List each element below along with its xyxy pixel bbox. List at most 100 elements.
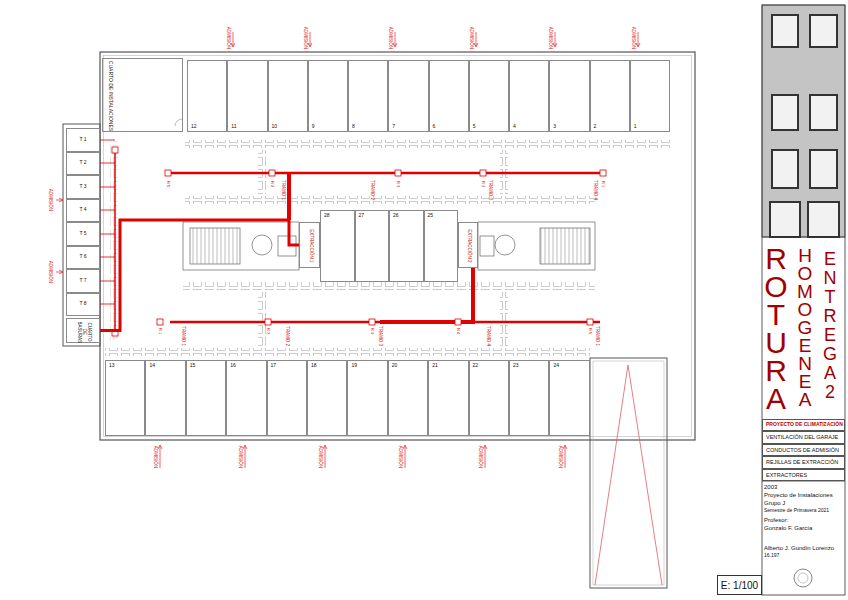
room-name: CUARTO DE INSTALACIONES bbox=[107, 61, 113, 131]
admission-label: ADMISIÓN bbox=[238, 446, 243, 468]
facade-image bbox=[762, 5, 845, 237]
admission-label: ADMISIÓN bbox=[398, 446, 403, 468]
facade-image bbox=[810, 95, 837, 130]
admission-arrow bbox=[323, 445, 327, 468]
space-number: 2 bbox=[594, 124, 597, 130]
storage-number: T 8 bbox=[67, 302, 99, 308]
extraction-grille bbox=[600, 170, 606, 176]
drawing-list-row: VENTILACIÓN DEL GARAJE bbox=[762, 431, 845, 444]
storage-unit: T 5 bbox=[66, 222, 100, 246]
facade-image bbox=[770, 202, 800, 237]
space-number: 14 bbox=[149, 363, 155, 369]
parking-space: 1 bbox=[630, 60, 670, 132]
admission-label: ADMISIÓN bbox=[153, 446, 158, 468]
credit-text: 16.197 bbox=[764, 553, 779, 559]
lane-marking bbox=[105, 140, 670, 356]
storage-number: T 6 bbox=[67, 255, 99, 261]
admission-arrow bbox=[474, 32, 478, 47]
space-number: 27 bbox=[359, 213, 365, 219]
admission-arrow bbox=[553, 32, 557, 47]
space-number: 5 bbox=[473, 124, 476, 130]
duct-section-label: TRAMO 1 bbox=[281, 180, 286, 200]
parking-space: 10 bbox=[268, 60, 308, 132]
stair-core bbox=[278, 236, 296, 256]
space-number: 16 bbox=[230, 363, 236, 369]
extraction-duct bbox=[114, 150, 116, 335]
lane-marking bbox=[110, 140, 118, 340]
drawing-list-row: CONDUCTOS DE ADMISIÓN bbox=[762, 444, 845, 457]
admission-label: ADMISIÓN bbox=[558, 446, 563, 468]
drawing-list-text: CONDUCTOS DE ADMISIÓN bbox=[766, 447, 839, 453]
building-outline bbox=[104, 56, 692, 437]
duct-section-label: TRAMO 2 bbox=[285, 326, 290, 346]
space-number: 4 bbox=[513, 124, 516, 130]
stair-core bbox=[495, 235, 515, 255]
extraction-grille bbox=[395, 170, 401, 176]
extraction-grille bbox=[369, 319, 375, 325]
utility-room: CUARTO DE INSTALACIONES bbox=[102, 58, 183, 132]
duct-section-label: TRAMO 4 bbox=[593, 180, 598, 200]
space-number: 13 bbox=[109, 363, 115, 369]
space-number: 21 bbox=[432, 363, 438, 369]
admission-label: ADMISIÓN bbox=[226, 27, 231, 49]
storage-number: T 1 bbox=[67, 137, 99, 143]
grille-label: R 3 bbox=[370, 328, 374, 334]
space-number: 28 bbox=[324, 213, 330, 219]
grille-label: R 2 bbox=[266, 328, 270, 334]
refuse-room: CUARTO DE BASURAS bbox=[66, 318, 100, 343]
drawing-list-row: REJILLAS DE EXTRACCIÓN bbox=[762, 456, 845, 469]
space-number: 10 bbox=[272, 124, 278, 130]
storage-unit: T 7 bbox=[66, 269, 100, 293]
parking-space: 25 bbox=[424, 210, 459, 282]
scale-text: E: 1/100 bbox=[718, 580, 761, 591]
parking-space: 11 bbox=[227, 60, 267, 132]
grille-label: R 1 bbox=[158, 328, 162, 334]
lane-marking bbox=[183, 282, 595, 290]
duct-section-label: TRAMO 4 bbox=[486, 326, 491, 346]
space-number: 26 bbox=[393, 213, 399, 219]
extraction-room: EXTRACCIÓN 1 bbox=[299, 222, 320, 268]
stair-core bbox=[252, 235, 272, 255]
parking-space: 9 bbox=[308, 60, 348, 132]
admission-arrow bbox=[158, 445, 162, 468]
admission-arrow bbox=[403, 445, 407, 468]
parking-space: 23 bbox=[509, 360, 549, 436]
parking-space: 13 bbox=[105, 360, 145, 436]
parking-space: 14 bbox=[145, 360, 185, 436]
admission-label: ADMISIÓN bbox=[631, 27, 636, 49]
parking-space: 20 bbox=[388, 360, 428, 436]
title-block-frame bbox=[762, 237, 845, 481]
admission-arrow bbox=[56, 198, 63, 202]
extraction-grille bbox=[157, 319, 163, 325]
admission-label: ADMISIÓN bbox=[388, 27, 393, 49]
extraction-duct-connector bbox=[100, 220, 299, 331]
storage-number: T 7 bbox=[67, 278, 99, 284]
extraction-duct bbox=[287, 173, 291, 220]
lane-marking bbox=[185, 140, 670, 148]
admission-label: ADMISIÓN bbox=[48, 261, 53, 283]
drawing-list-text: VENTILACIÓN DEL GARAJE bbox=[766, 434, 838, 440]
extraction-grille bbox=[112, 147, 606, 336]
building-outline bbox=[590, 358, 667, 588]
building-outline bbox=[593, 361, 664, 585]
extraction-duct bbox=[170, 321, 600, 324]
parking-space: 27 bbox=[355, 210, 390, 282]
credit-text: Gonzalo F. García bbox=[764, 525, 812, 532]
facade-image bbox=[762, 5, 845, 237]
duct-section-label: TRAMO 1 bbox=[595, 326, 600, 346]
admission-arrow bbox=[563, 445, 567, 468]
room-name: EXTRACCIÓN 1 bbox=[308, 229, 313, 262]
parking-space: 18 bbox=[307, 360, 347, 436]
parking-space: 19 bbox=[347, 360, 387, 436]
parking-space: 2 bbox=[590, 60, 630, 132]
storage-unit: T 2 bbox=[66, 152, 100, 176]
building-outline bbox=[63, 124, 100, 346]
stair-core bbox=[190, 228, 240, 264]
admission-arrow bbox=[231, 32, 235, 47]
title-block-frame bbox=[794, 569, 812, 587]
storage-number: T 2 bbox=[67, 161, 99, 167]
space-number: 9 bbox=[312, 124, 315, 130]
facade-image bbox=[772, 95, 798, 130]
building-outline bbox=[100, 52, 695, 440]
parking-space: 24 bbox=[549, 360, 589, 436]
